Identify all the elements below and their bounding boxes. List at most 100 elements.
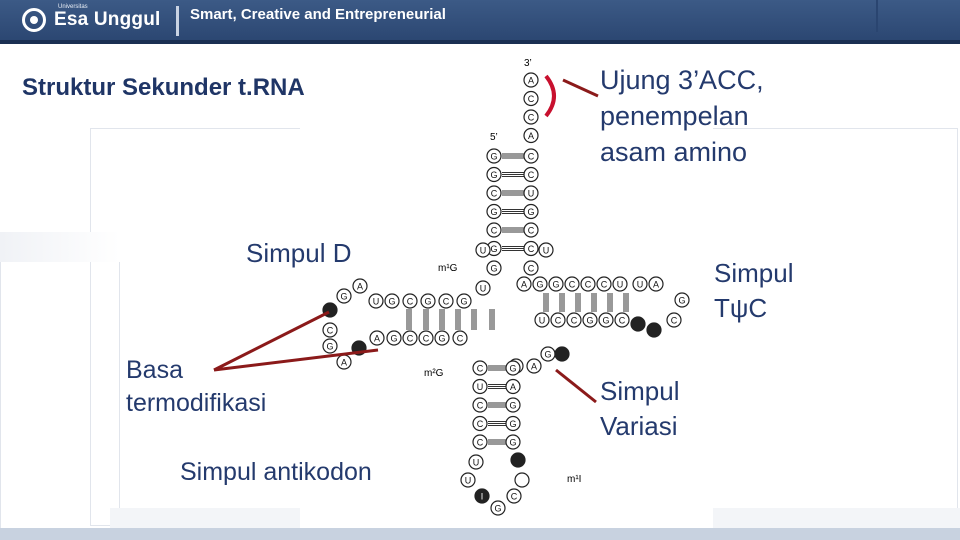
t-arm-top-base-circle: [596, 276, 612, 292]
d-arm-top-base-circle: [336, 288, 352, 304]
label-basa-termodifikasi: Basa termodifikasi: [126, 354, 266, 420]
d-arm-top-base-circle: [368, 293, 384, 309]
d-arm-top-base-circle: [420, 293, 436, 309]
anticodon-loop-base-circle: [490, 500, 506, 516]
label-tpsic-line-2: TψC: [714, 293, 768, 323]
header-divider: [176, 6, 179, 36]
acceptor-right-base: G: [527, 207, 534, 217]
junction-base-circle: [538, 242, 554, 258]
acceptor-left-base: G: [490, 170, 497, 180]
anticodon-loop-base: C: [511, 492, 518, 502]
acceptor-right-base-circle: [523, 203, 539, 220]
t-arm-bottom-base-circle: [614, 312, 630, 328]
t-arm-top-base: U: [617, 280, 624, 290]
acceptor-right-base-circle: [523, 240, 539, 257]
anticodon-loop-base-circle: [460, 472, 476, 488]
mod-m1g-label: m¹G: [438, 263, 458, 274]
anticodon-left-base-circle: [472, 378, 488, 395]
t-arm-bottom-base: C: [571, 316, 578, 326]
d-arm-top-base-circle: [352, 278, 368, 294]
d-arm-top-base-circle: [384, 293, 400, 309]
acceptor-left-base-circle: [486, 166, 502, 183]
end-3-label: 3’: [524, 58, 532, 69]
anticodon-right-base: G: [509, 401, 516, 411]
junction-base-circle: [475, 242, 491, 258]
t-arm-top-base-circle: [580, 276, 596, 292]
t-loop-base-circle: [666, 312, 682, 328]
t-arm-top-base: C: [601, 280, 608, 290]
d-arm-top-base: G: [424, 297, 431, 307]
variable-loop-modified-base-circle: [554, 346, 570, 362]
label-ujung-3acc: Ujung 3’ACC, penempelan asam amino: [600, 62, 764, 170]
variable-loop-base: G: [544, 350, 551, 360]
t-arm-top-base: C: [585, 280, 592, 290]
anticodon-right-base-circle: [505, 397, 521, 413]
t-loop-modified-base-circle: [630, 316, 646, 332]
anticodon-left-base: C: [477, 419, 484, 429]
acceptor-bracket: [544, 74, 556, 118]
d-arm-bottom-base: C: [407, 334, 414, 344]
acceptor-tail-base: C: [528, 113, 535, 123]
anticodon-left-base-circle: [472, 434, 488, 450]
t-arm-top-base: G: [536, 280, 543, 290]
label-basa-line-2: termodifikasi: [126, 389, 267, 417]
anticodon-loop-base: G: [494, 504, 501, 514]
junction-base-circle: [486, 260, 502, 276]
acceptor-right-base: C: [528, 170, 535, 180]
t-arm-top-base-circle: [632, 276, 648, 292]
t-arm-top-base-circle: [548, 276, 564, 292]
d-arm-top-base: C: [443, 297, 450, 307]
acceptor-right-base-circle: [523, 148, 539, 164]
d-arm-bottom-base-circle: [452, 330, 468, 346]
t-arm-top-base: U: [637, 280, 644, 290]
anticodon-loop-base: I: [481, 492, 484, 502]
t-arm-top-base-circle: [564, 276, 580, 292]
d-arm-bottom-base: C: [457, 334, 464, 344]
t-arm-top-base: A: [653, 280, 659, 290]
d-arm-bottom-base: C: [423, 334, 430, 344]
background-frame-left: [0, 232, 120, 530]
anticodon-left-base: U: [477, 382, 484, 392]
acceptor-right-base: U: [528, 189, 535, 199]
label-variasi-line-1: Simpul: [600, 376, 680, 406]
acceptor-right-base: C: [528, 226, 535, 236]
anticodon-modified-base-circle: [510, 452, 526, 468]
acceptor-tail-base-circle: [523, 90, 539, 107]
acceptor-left-base: G: [490, 152, 497, 162]
t-arm-bottom-base: C: [555, 316, 562, 326]
acceptor-left-base-circle: [486, 222, 502, 238]
d-arm-bottom-base-circle: [402, 330, 418, 346]
anticodon-loop-base-circle: [468, 454, 484, 470]
anticodon-right-base-circle: [505, 434, 521, 450]
acceptor-left-base-circle: [486, 185, 502, 201]
d-arm-bottom-base-circle: [386, 330, 402, 346]
junction-base: C: [528, 264, 535, 274]
acceptor-left-base: G: [490, 244, 497, 254]
d-arm-bottom-base: A: [374, 334, 380, 344]
logo-mark-icon: [22, 8, 46, 32]
acceptor-tail-base-circle: [523, 72, 539, 88]
acceptor-left-base-circle: [486, 203, 502, 220]
anticodon-right-base: G: [509, 364, 516, 374]
acceptor-right-base: C: [528, 244, 535, 254]
d-loop-base: G: [326, 342, 333, 352]
d-arm-top-base: U: [373, 297, 380, 307]
anticodon-right-base: A: [510, 382, 516, 392]
acceptor-left-base-circle: [486, 148, 502, 164]
d-arm-bottom-base: G: [390, 334, 397, 344]
t-arm-bottom-base-circle: [598, 312, 614, 328]
anticodon-left-base-circle: [472, 360, 488, 376]
t-arm-top-base-circle: [612, 276, 628, 292]
label-tpsic-line-1: Simpul: [714, 258, 794, 288]
d-arm-top-base: G: [388, 297, 395, 307]
junction-base: U: [480, 284, 487, 294]
label-simpul-tpsic: Simpul TψC: [714, 256, 793, 326]
anticodon-left-base-circle: [472, 397, 488, 413]
d-arm-bottom-base-circle: [369, 330, 385, 346]
t-arm-top-base: G: [552, 280, 559, 290]
acceptor-left-base: G: [490, 207, 497, 217]
acceptor-tail-base-circle: [523, 109, 539, 125]
acceptor-left-base: C: [491, 226, 498, 236]
mod-m1i-label: m¹I: [567, 474, 581, 485]
header-tagline: Smart, Creative and Entrepreneurial: [190, 6, 446, 23]
